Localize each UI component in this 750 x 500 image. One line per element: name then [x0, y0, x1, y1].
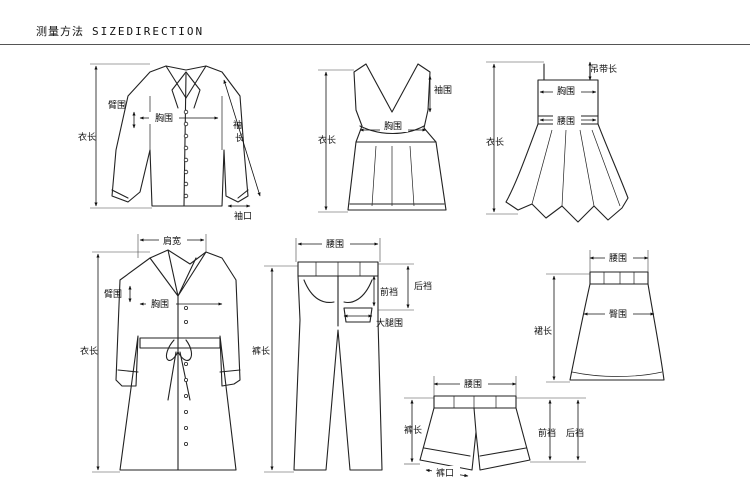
shorts-drawing — [419, 395, 531, 471]
long-pants-measure-lines — [264, 238, 414, 473]
blouse-arm-label: 臂围 — [108, 99, 126, 111]
page-title: 测量方法 SIZEDIRECTION — [36, 23, 204, 39]
pants-length-label: 裤长 — [252, 345, 270, 357]
shorts-measure-lines — [404, 376, 586, 478]
shorts-hem-label: 裤口 — [436, 467, 454, 479]
skirt-measure-lines — [546, 250, 655, 383]
coat-arm-label: 臂围 — [104, 288, 122, 300]
blouse-cuff-label: 袖口 — [234, 210, 252, 222]
dress-length-label: 衣长 — [486, 136, 504, 148]
blouse-length-label: 衣长 — [78, 131, 96, 143]
blouse-measure-lines — [90, 63, 261, 209]
pants-back-rise-label: 后裆 — [414, 280, 432, 292]
blouse-drawing — [111, 65, 249, 207]
pants-front-rise-label: 前裆 — [380, 286, 398, 298]
slip-dress-drawing — [505, 63, 629, 223]
coat-shoulder-label: 肩宽 — [163, 235, 181, 247]
trench-coat-drawing — [115, 249, 241, 471]
skirt-hip-label: 臀围 — [609, 309, 627, 320]
tank-chest-label: 胸围 — [384, 120, 402, 132]
coat-length-label: 衣长 — [80, 345, 98, 357]
coat-chest-label: 胸围 — [151, 298, 169, 310]
shorts-front-rise-label: 前裆 — [538, 427, 556, 439]
skirt-length-label: 裙长 — [534, 325, 552, 337]
title-cn: 测量方法 — [36, 25, 84, 38]
blouse-sleeve-label-2: 长 — [235, 132, 244, 144]
skirt-drawing — [569, 271, 665, 381]
dress-waist-label: 腰围 — [557, 116, 575, 127]
header: 测量方法 SIZEDIRECTION — [0, 0, 750, 46]
pants-thigh-label: 大腿围 — [376, 317, 403, 329]
shorts-length-label: 裤长 — [404, 424, 422, 436]
blouse-chest-label: 胸围 — [155, 112, 173, 124]
title-en: SIZEDIRECTION — [92, 25, 205, 38]
dress-strap-label: 吊带长 — [590, 63, 617, 75]
blouse-sleeve-label-1: 袖 — [233, 119, 242, 131]
tank-top-drawing — [347, 63, 447, 211]
tank-length-label: 衣长 — [318, 134, 336, 146]
tank-top-measure-lines — [318, 69, 432, 213]
skirt-waist-label: 腰围 — [609, 253, 627, 264]
dress-chest-label: 胸围 — [557, 85, 575, 97]
tank-armhole-label: 袖围 — [434, 84, 452, 96]
shorts-waist-label: 腰围 — [464, 379, 482, 390]
pants-waist-label: 腰围 — [326, 239, 344, 250]
shorts-back-rise-label: 后裆 — [566, 427, 584, 439]
trench-coat-measure-lines — [92, 234, 223, 473]
long-pants-drawing — [293, 261, 383, 471]
header-divider — [0, 44, 750, 45]
